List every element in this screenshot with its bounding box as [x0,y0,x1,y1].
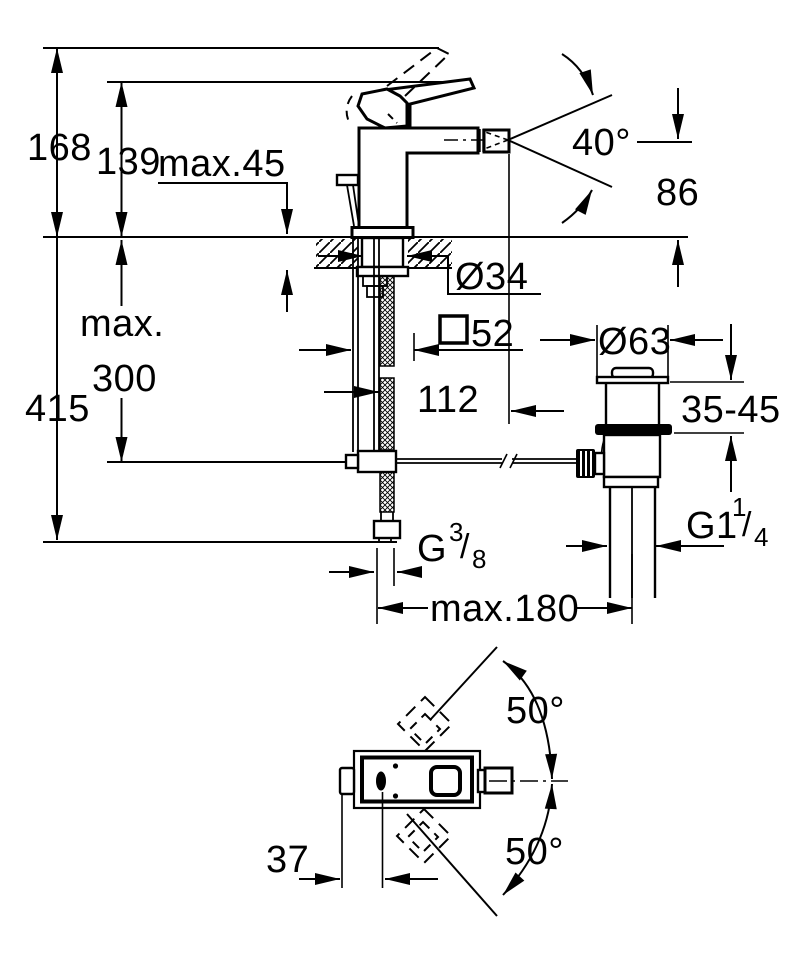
dim-label-86: 86 [656,172,699,214]
plan-screw-dot-1 [392,763,399,769]
spray-cone-lower-ray [507,139,613,188]
linkage-break-1 [499,453,508,469]
dim-label-300: 300 [92,358,157,400]
cone-dash-lower [483,139,509,150]
lever-raised-dash-arc [345,95,353,123]
waste-flange [595,375,670,385]
dim-leader-max45 [158,182,293,234]
handle-rotated-lower-outer [395,807,453,865]
spray-cone-upper-ray [507,94,613,141]
thread-label-supply-den: 8 [472,544,487,574]
square-symbol [438,314,469,345]
plan-popup-knob [338,766,356,796]
dim-label-50-upper: 50° [506,690,565,732]
plan-screw-dot-2 [392,793,399,799]
swing-arc-lower [502,783,557,896]
side-view: 168 139 max.45 max. 300 415 40° 86 Ø [25,47,781,630]
leader-dia34 [432,255,541,295]
dim-label-50-lower: 50° [505,831,564,873]
dim-label-40deg: 40° [572,122,631,164]
cone-dash-upper [483,130,509,141]
hose-nut [372,519,402,540]
faucet-body [357,126,480,230]
linkage-break-2 [509,453,518,469]
plan-view: 50° 50° 37 [266,646,568,917]
handle-rotated-upper-inner [408,712,442,746]
dim-label-max180: max.180 [430,588,579,630]
thread-label-supply-num: 3 [449,517,464,547]
dim-label-52: 52 [471,313,514,355]
flex-hose-upper [379,275,395,367]
thread-label-supply-base: G [417,528,447,570]
popup-strut-1 [346,184,355,227]
popup-waste [576,366,672,598]
handle-rotated-lower-inner [406,820,440,854]
mounting-shank [360,236,405,269]
handle-rotated-upper-outer [396,695,454,753]
deck-hatch-right [408,239,452,267]
waste-housing [602,433,662,479]
dim-label-max45: max.45 [158,143,286,185]
deck-hatch-left [316,239,358,267]
base-plate [350,226,415,239]
dim-label-3545: 35-45 [681,389,781,431]
swing-arc-upper [502,660,558,780]
flex-hose-mid [379,377,395,451]
lever-raised-dash-2 [404,53,450,97]
dim-label-415: 415 [25,388,90,430]
dim-label-37: 37 [266,839,309,881]
lever-raised-dash-1 [386,47,438,87]
dim-label-dia34: Ø34 [455,256,528,298]
dim-label-max-word: max. [80,303,164,345]
waste-joint-band [602,475,660,489]
dim-label-112: 112 [417,379,479,421]
popup-tee [356,449,398,474]
lever-pivot [356,87,409,130]
popup-knob [335,173,360,187]
flex-hose-lower [379,471,395,513]
thread-label-supply-slash: / [460,528,470,566]
lever-raised-dash-mark [387,113,398,124]
dim-label-dia63: Ø63 [598,321,671,363]
thread-label-waste-slash: / [742,506,752,544]
thread-label-waste-num: 1 [732,492,747,522]
faucet-side [335,47,577,543]
waste-gasket [595,424,672,435]
popup-tee-cap [344,453,360,470]
plan-cartridge-hole [376,771,386,791]
swing-ray-upper [430,646,498,720]
actuator-stem [593,451,606,476]
spray-cone-upper-arc-arrow [561,53,594,96]
swing-ray-lower [406,813,498,917]
popup-strut-2 [352,184,360,227]
spray-cone-lower-arc-arrow [561,189,593,224]
dim-label-168: 168 [27,127,92,169]
mounting-washer [355,265,410,278]
thread-label-waste-base: G1 [686,505,738,547]
thread-label-waste-den: 4 [754,522,769,552]
dim-label-139: 139 [96,141,161,183]
plan-handle-top [429,765,462,797]
lever-raised-dash-tip [436,47,450,55]
